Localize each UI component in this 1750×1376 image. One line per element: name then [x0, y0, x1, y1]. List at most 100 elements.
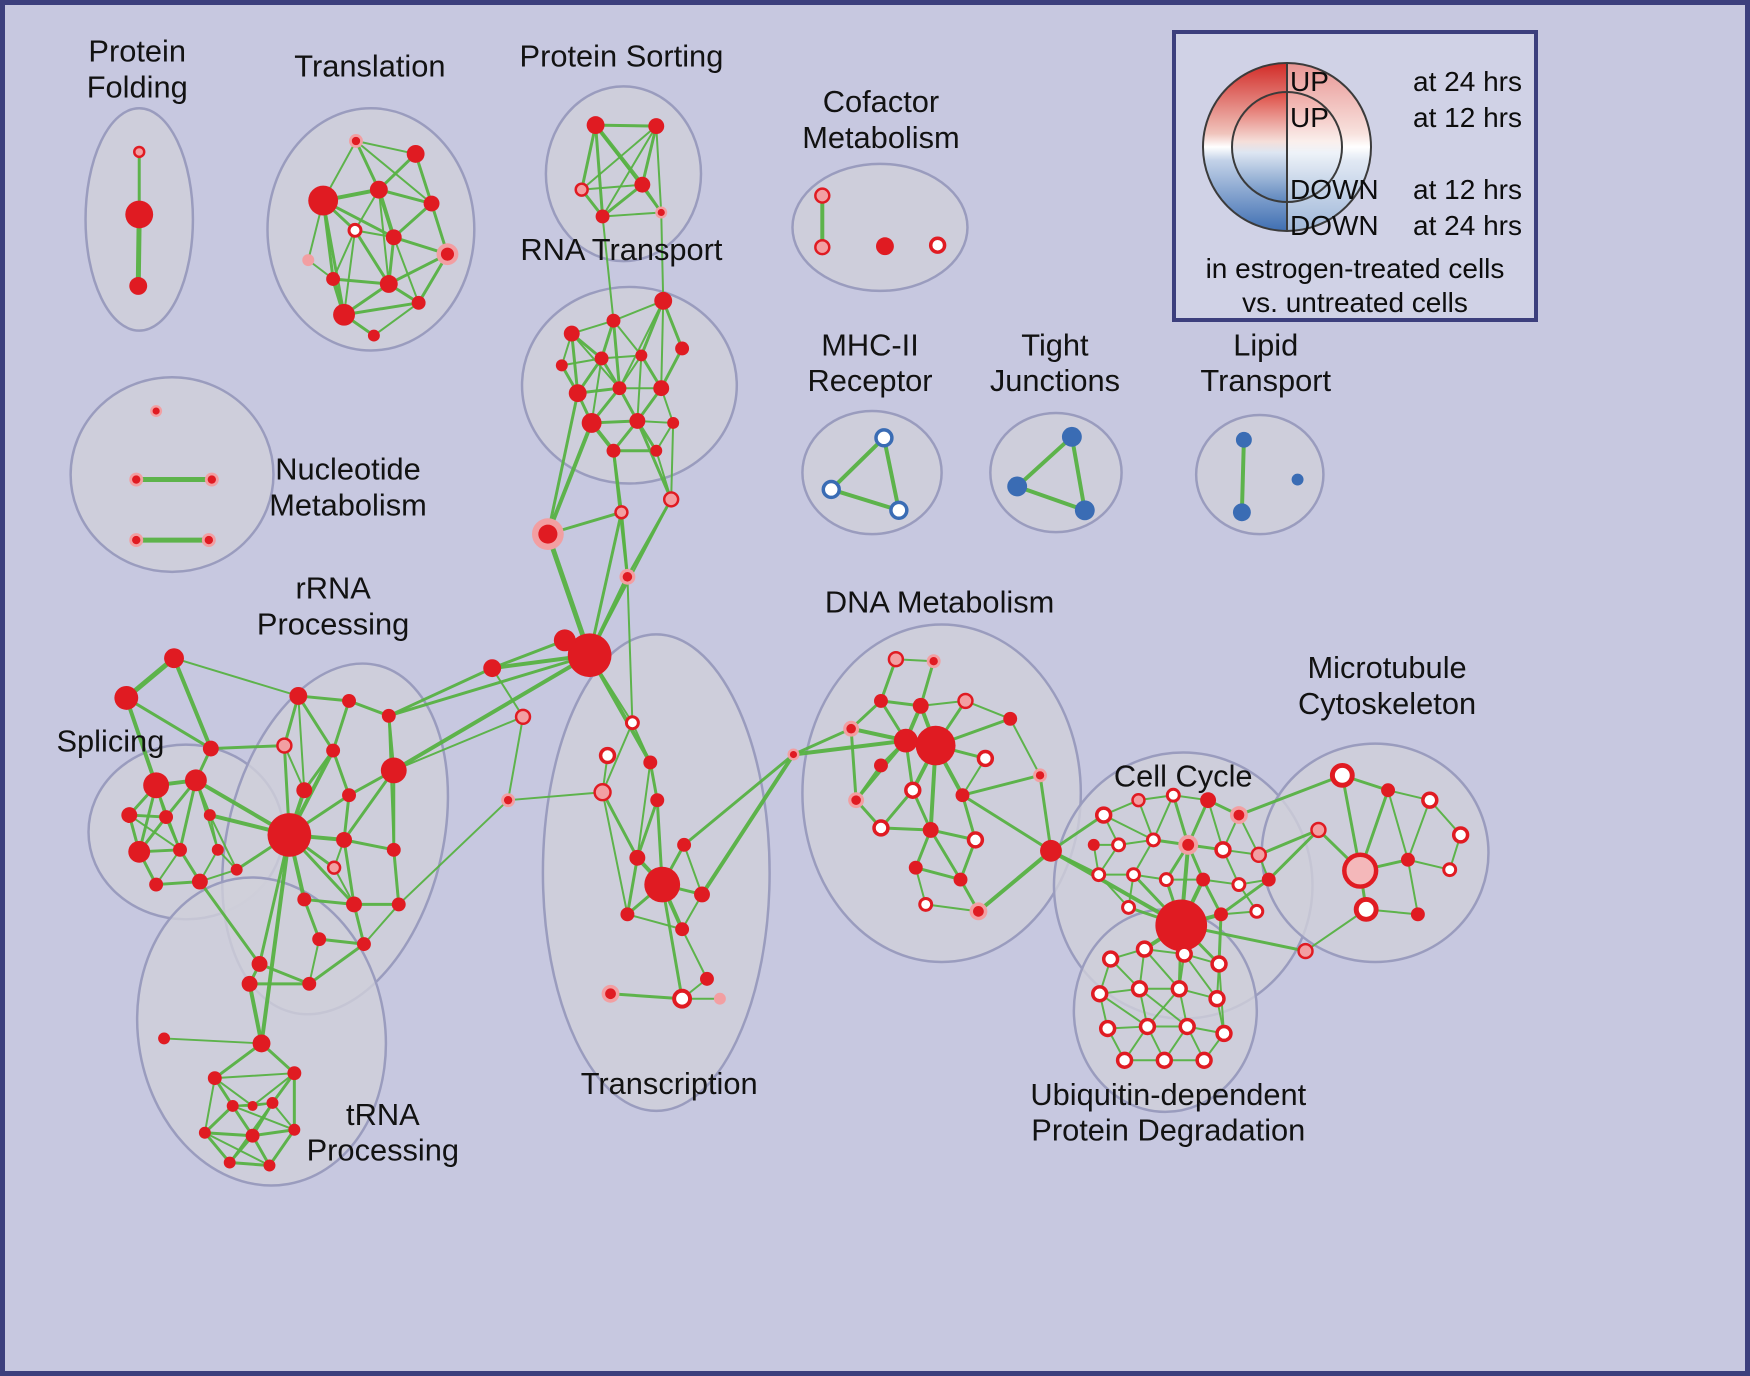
- node-splicing-ext: [202, 740, 219, 757]
- edge-protein-sorting: [594, 123, 658, 128]
- cluster-label-tight-junctions: Junctions: [990, 363, 1120, 398]
- node-dna: [973, 906, 984, 917]
- node-trna: [158, 1032, 171, 1045]
- node-translation: [406, 144, 425, 163]
- edge-mhc2: [881, 435, 901, 513]
- edge-link: [397, 799, 510, 906]
- node-transcription: [620, 907, 635, 922]
- node-trna: [245, 1128, 260, 1143]
- edge-transcription: [601, 791, 629, 916]
- edge-protein-sorting: [640, 124, 658, 187]
- edge-dna: [1009, 717, 1042, 777]
- node-translation: [440, 247, 455, 261]
- cluster-label-lipid-transport: Transport: [1200, 363, 1331, 398]
- node-translation: [423, 195, 440, 212]
- cluster-label-rna-transport: RNA Transport: [520, 232, 722, 267]
- node-nucleotide-metabolism: [152, 407, 160, 415]
- edge-translation: [392, 202, 434, 239]
- edge-trna: [203, 1131, 232, 1165]
- cluster-label-translation: Translation: [294, 48, 445, 83]
- node-splicing: [149, 877, 164, 892]
- edge-link: [1257, 828, 1320, 857]
- legend-row-down-12: DOWN at 12 hrs: [1290, 174, 1522, 206]
- edge-transcription: [609, 992, 684, 1001]
- node-rna-transport: [650, 444, 663, 457]
- node-microtubule: [1410, 907, 1425, 922]
- node-protein-folding: [129, 277, 148, 295]
- cluster-label-nucleotide-metabolism: Metabolism: [269, 487, 427, 522]
- node-microtubule: [1353, 896, 1379, 922]
- edge-translation: [332, 229, 356, 280]
- legend-direction: DOWN: [1290, 174, 1379, 205]
- edge-ubiquitin: [1143, 948, 1181, 990]
- node-splicing-ext: [164, 648, 184, 669]
- node-translation: [347, 222, 363, 238]
- node-ubiquitin: [1138, 1017, 1157, 1036]
- node-dna: [908, 860, 923, 875]
- node-microtubule: [1381, 783, 1396, 798]
- node-trna: [247, 1100, 258, 1111]
- node-cell-cycle: [1261, 872, 1276, 887]
- node-tight-junctions: [1061, 426, 1082, 447]
- edge-link: [660, 211, 665, 302]
- node-hub: [662, 491, 680, 508]
- node-hub: [553, 629, 576, 652]
- edge-protein-sorting: [601, 183, 644, 218]
- node-protein-sorting: [574, 182, 589, 197]
- node-ubiquitin: [1098, 1019, 1117, 1038]
- node-rna-transport: [606, 313, 621, 328]
- edge-microtubule: [1387, 789, 1409, 861]
- node-rrna: [251, 956, 268, 972]
- node-splicing-ext: [114, 686, 139, 710]
- edge-translation: [354, 140, 417, 155]
- node-splicing: [191, 873, 208, 890]
- legend-time: at 12 hrs: [1413, 102, 1522, 133]
- node-trna: [252, 1034, 271, 1053]
- edge-rna-transport: [612, 319, 621, 390]
- node-rrna: [296, 782, 313, 799]
- node-splicing: [159, 810, 174, 825]
- edge-link: [670, 421, 675, 501]
- edge-rrna: [342, 838, 356, 906]
- edge-protein-sorting: [601, 125, 658, 218]
- node-trna: [288, 1123, 301, 1136]
- node-transcription: [677, 837, 692, 852]
- edge-trna: [251, 1072, 296, 1107]
- edge-rrna: [258, 962, 311, 986]
- node-dna: [887, 651, 905, 668]
- node-cell-cycle: [1165, 787, 1181, 803]
- node-dna: [872, 819, 890, 837]
- node-splicing: [211, 843, 224, 856]
- edge-translation: [354, 139, 381, 192]
- cluster-label-mhc2: Receptor: [808, 363, 933, 398]
- node-transcription: [694, 886, 710, 903]
- node-dna: [1003, 711, 1018, 726]
- node-cell-cycle: [1091, 867, 1107, 883]
- node-transcription: [672, 988, 693, 1009]
- edge-rrna: [342, 838, 396, 852]
- node-splicing: [230, 863, 243, 876]
- node-dna: [915, 725, 956, 766]
- node-transcription: [605, 988, 616, 1000]
- node-trna: [226, 1099, 239, 1112]
- edge-transcription: [635, 798, 659, 860]
- edge-link: [682, 753, 795, 847]
- node-cell-cycle: [1126, 867, 1141, 883]
- edge-mhc2: [829, 435, 886, 492]
- edge-link: [791, 738, 908, 757]
- node-hub: [514, 708, 532, 725]
- legend-time: at 24 hrs: [1413, 210, 1522, 241]
- node-dna: [957, 692, 974, 710]
- node-translation: [333, 303, 355, 326]
- node-hub: [614, 505, 629, 520]
- node-translation: [367, 329, 380, 342]
- edge-link: [124, 695, 159, 788]
- legend-caption-line1: in estrogen-treated cells: [1205, 253, 1505, 284]
- node-cell-cycle: [1196, 872, 1211, 887]
- node-rrna: [297, 892, 312, 907]
- edge-translation: [331, 277, 391, 286]
- node-ubiquitin: [1091, 985, 1109, 1003]
- node-cell-cycle: [1214, 907, 1228, 922]
- node-ubiquitin: [1170, 980, 1188, 998]
- edge-translation: [392, 236, 420, 304]
